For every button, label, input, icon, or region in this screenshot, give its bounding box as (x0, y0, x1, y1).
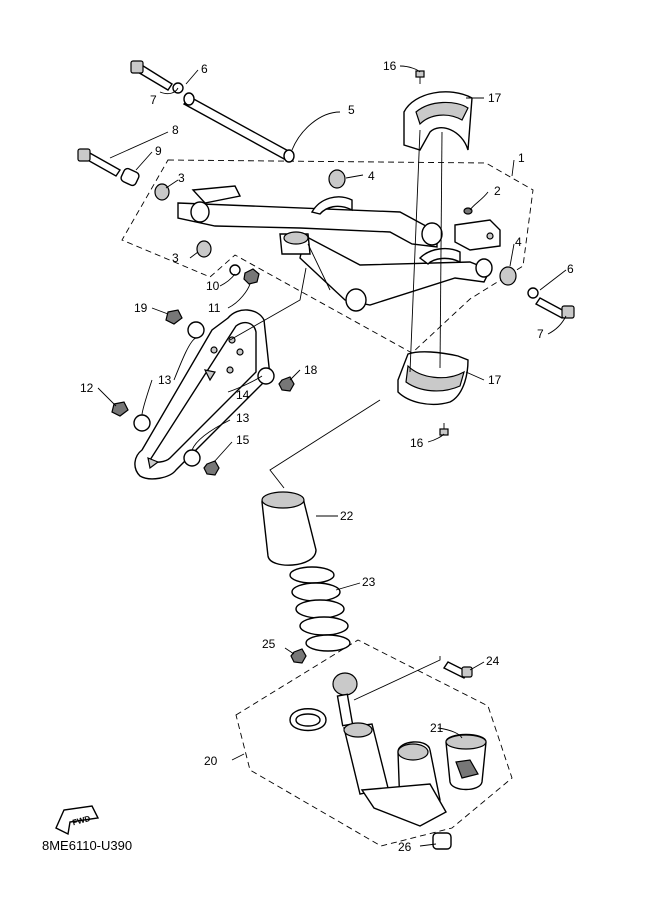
callout-13-right: 13 (236, 411, 250, 425)
shock-absorber (332, 672, 447, 827)
nut-25 (290, 648, 307, 664)
bolt-19 (165, 309, 183, 325)
bolt-7-right (534, 297, 575, 319)
callout-13-left: 13 (158, 373, 172, 387)
callout-17-bottom: 17 (488, 373, 502, 387)
forward-arrow-icon: FWD (55, 805, 100, 836)
bushing-4-upper (328, 169, 346, 189)
nut-18 (278, 376, 295, 392)
shock-assembly-outline (235, 639, 513, 847)
rear-arm-assembly-outline (121, 159, 534, 354)
bushing-4-right (499, 266, 517, 286)
callout-20: 20 (204, 754, 218, 768)
washer-6-right (527, 287, 539, 299)
callout-22: 22 (340, 509, 354, 523)
callout-4-upper: 4 (368, 169, 375, 183)
callout-18: 18 (304, 363, 318, 377)
callout-10: 10 (206, 279, 220, 293)
bearing-3-lower (196, 240, 212, 258)
callout-23: 23 (362, 575, 376, 589)
callout-labels: 1 2 3 3 4 4 5 6 6 7 7 8 9 10 11 12 13 13… (80, 59, 574, 854)
bearing-3-upper (154, 183, 170, 201)
washer-10 (229, 264, 241, 276)
chain-guard-lower (397, 351, 469, 406)
leader-lines (97, 65, 567, 847)
callout-9: 9 (155, 144, 162, 158)
callout-6-right: 6 (567, 262, 574, 276)
washer-13-b (257, 367, 275, 385)
callout-11: 11 (208, 301, 221, 315)
callout-12: 12 (80, 381, 94, 395)
callout-2: 2 (494, 184, 501, 198)
callout-21: 21 (430, 721, 444, 735)
collar-26 (432, 832, 452, 850)
washer-13-a (187, 321, 205, 339)
screw-16-top (415, 70, 425, 84)
diagram-code: 8ME6110-U390 (42, 838, 133, 853)
callout-15: 15 (236, 433, 250, 447)
callout-16-bottom: 16 (410, 436, 424, 450)
bolt-24 (442, 661, 473, 679)
screw-16-bottom (439, 423, 449, 436)
assembly-line-pin (307, 243, 331, 291)
washer-13-d (183, 449, 201, 467)
callout-16-top: 16 (383, 59, 397, 73)
assembly-line-arm-to-slider (229, 267, 307, 341)
chain-guard-upper (403, 91, 473, 151)
nut-15 (203, 460, 220, 476)
callout-6-top: 6 (201, 62, 208, 76)
bump-stopper (261, 491, 317, 566)
callout-5: 5 (348, 103, 355, 117)
callout-25: 25 (262, 637, 276, 651)
collar-9 (120, 167, 140, 187)
guard-line-left (409, 129, 421, 373)
callout-14: 14 (236, 388, 250, 402)
callout-3-lower: 3 (172, 251, 179, 265)
callout-8: 8 (172, 123, 179, 137)
reservoir-cover (445, 733, 487, 791)
callout-24: 24 (486, 654, 500, 668)
callout-26: 26 (398, 840, 412, 854)
rear-arm-frame (177, 185, 501, 312)
washer-13-c (133, 414, 151, 432)
guard-line-right (439, 131, 443, 369)
callout-4-right: 4 (515, 235, 522, 249)
circlip (289, 708, 327, 732)
chain-slider (134, 309, 271, 480)
callout-7-top: 7 (150, 93, 157, 107)
callout-3-upper: 3 (178, 171, 185, 185)
assembly-line-shock-bottom (353, 656, 441, 701)
nut-11 (243, 268, 260, 285)
bolt-top-left (130, 60, 173, 91)
bolt-8 (77, 148, 122, 177)
callout-17-top: 17 (488, 91, 502, 105)
callout-7-right: 7 (537, 327, 544, 341)
assembly-line-arm-to-shock (269, 399, 381, 489)
pivot-shaft (182, 92, 295, 163)
callout-1: 1 (518, 151, 525, 165)
callout-19: 19 (134, 301, 148, 315)
shock-spring (289, 566, 351, 652)
